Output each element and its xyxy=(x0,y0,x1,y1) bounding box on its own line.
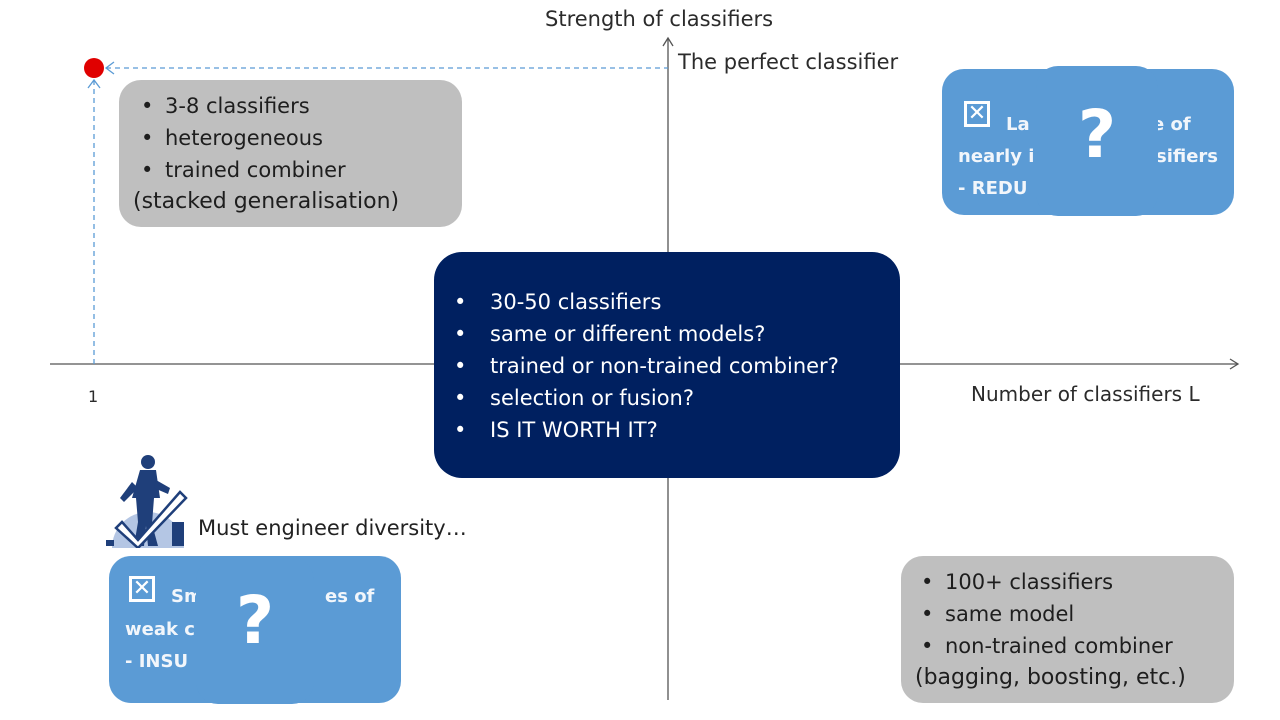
bottom-left-question-panel: ? xyxy=(196,558,314,704)
bottom-right-list: 100+ classifiers same model non-trained … xyxy=(915,566,1234,662)
list-item: same model xyxy=(915,598,1234,630)
top-right-line1-right: e of xyxy=(1152,114,1191,135)
top-left-note: (stacked generalisation) xyxy=(133,189,400,214)
list-item: 30-50 classifiers xyxy=(454,286,900,318)
list-item: 3-8 classifiers xyxy=(135,90,462,122)
top-right-line2-right: sifiers xyxy=(1156,146,1219,167)
bottom-right-box: 100+ classifiers same model non-trained … xyxy=(901,556,1234,703)
x-box-icon: ✕ xyxy=(129,576,155,602)
perfect-classifier-label: The perfect classifier xyxy=(678,50,899,74)
x-box-icon: ✕ xyxy=(964,101,990,127)
list-item: IS IT WORTH IT? xyxy=(454,414,900,446)
perfect-classifier-point xyxy=(84,58,104,78)
y-axis-arrowhead xyxy=(662,36,674,47)
question-mark: ? xyxy=(235,582,275,659)
origin-tick-label: 1 xyxy=(88,387,99,406)
dashed-horizontal-arrowhead xyxy=(104,61,115,75)
top-right-line1-left: La xyxy=(1006,114,1030,135)
dashed-vertical-arrowhead xyxy=(87,78,101,89)
list-item: selection or fusion? xyxy=(454,382,900,414)
bottom-left-line1-right: es of xyxy=(325,586,375,607)
top-right-question-panel: ? xyxy=(1036,66,1158,216)
bottom-right-note: (bagging, boosting, etc.) xyxy=(915,665,1186,690)
top-left-box: 3-8 classifiers heterogeneous trained co… xyxy=(119,80,462,227)
center-box: 30-50 classifiers same or different mode… xyxy=(434,252,900,478)
list-item: trained combiner xyxy=(135,154,462,186)
center-list: 30-50 classifiers same or different mode… xyxy=(454,286,900,446)
list-item: heterogeneous xyxy=(135,122,462,154)
x-axis-arrowhead xyxy=(1229,358,1240,370)
list-item: same or different models? xyxy=(454,318,900,350)
top-right-line3-left: - REDU xyxy=(958,178,1028,199)
bottom-left-line2-left: weak c xyxy=(125,619,195,640)
top-right-line2-left: nearly i xyxy=(958,146,1035,167)
bottom-left-line3-left: - INSU xyxy=(125,651,189,672)
list-item: 100+ classifiers xyxy=(915,566,1234,598)
x-axis-label: Number of classifiers L xyxy=(971,382,1200,406)
businessman-checkmark-icon xyxy=(106,455,188,548)
diversity-caption: Must engineer diversity… xyxy=(198,516,467,540)
y-axis-label: Strength of classifiers xyxy=(545,7,774,31)
bottom-left-line1-left: Sm xyxy=(171,586,203,607)
top-left-list: 3-8 classifiers heterogeneous trained co… xyxy=(135,90,462,186)
list-item: non-trained combiner xyxy=(915,630,1234,662)
question-mark: ? xyxy=(1077,96,1117,173)
list-item: trained or non-trained combiner? xyxy=(454,350,900,382)
